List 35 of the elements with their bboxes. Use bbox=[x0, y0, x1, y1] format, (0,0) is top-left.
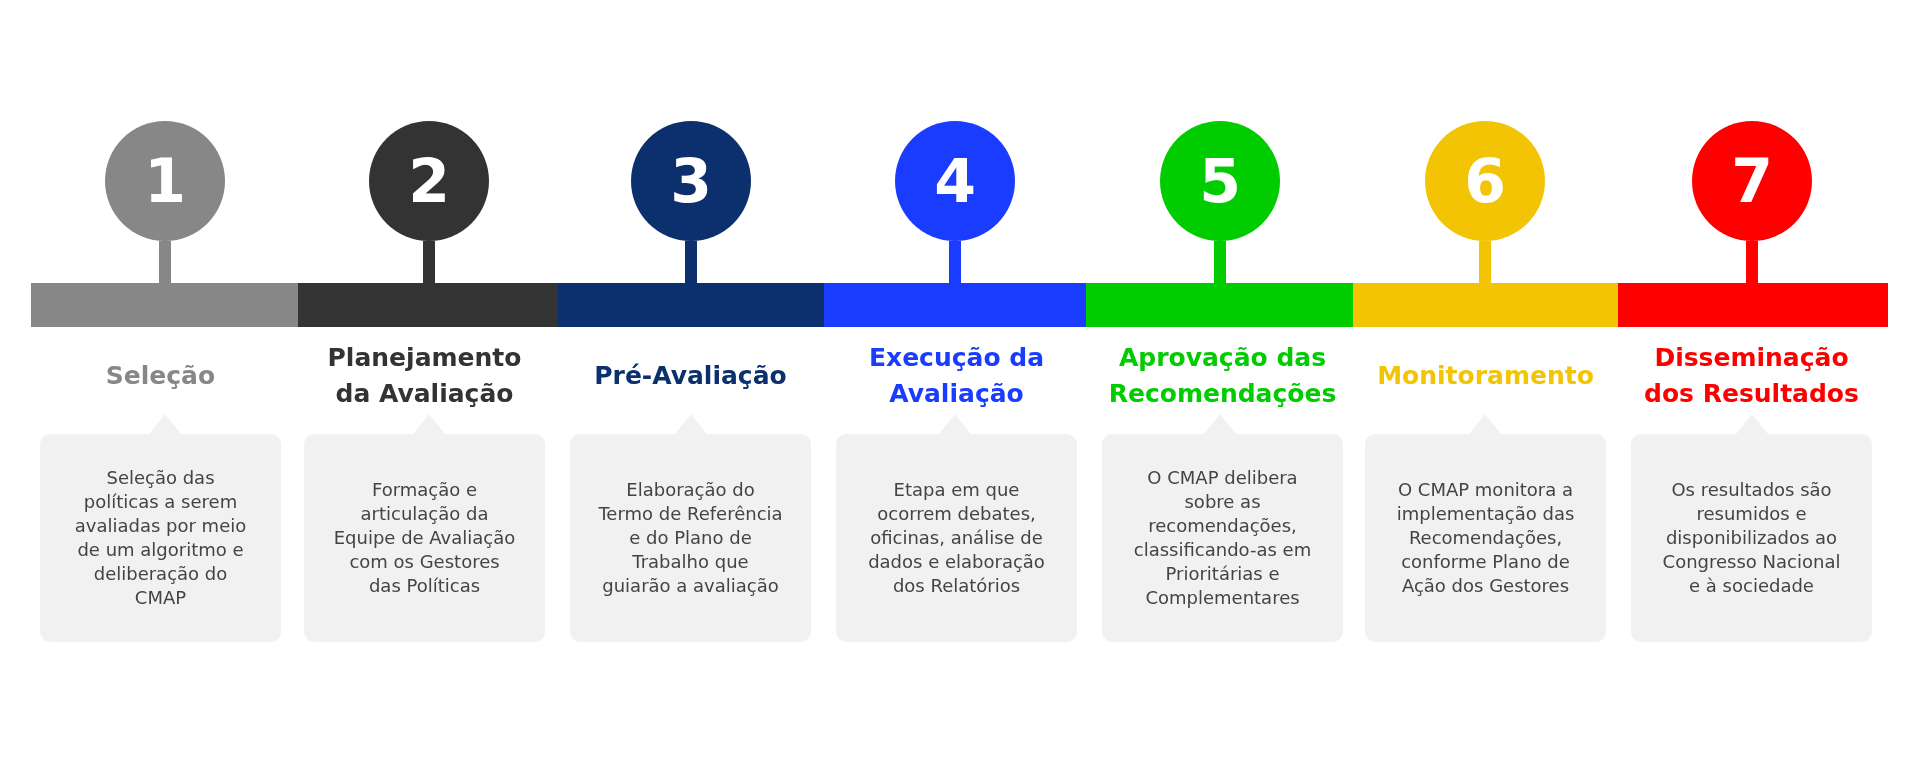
step-title: Planejamento da Avaliação bbox=[327, 342, 522, 410]
timeline-segment bbox=[824, 283, 1086, 327]
step-number: 2 bbox=[408, 151, 450, 211]
connector-stem bbox=[159, 241, 171, 283]
step-description: O CMAP monitora a implementação das Recomendações, conforme Plano de Ação dos Gestores bbox=[1396, 478, 1575, 598]
step-title: Pré-Avaliação bbox=[593, 360, 788, 392]
connector-stem bbox=[1479, 241, 1491, 283]
connector-stem bbox=[1214, 241, 1226, 283]
step-number: 5 bbox=[1199, 151, 1241, 211]
step-title: Disseminação dos Resultados bbox=[1643, 342, 1860, 410]
step-number: 6 bbox=[1464, 151, 1506, 211]
step-description: Seleção das políticas a serem avaliadas por meio de um algoritmo e deliberação do CMAP bbox=[74, 466, 247, 610]
timeline-segment bbox=[1353, 283, 1618, 327]
timeline-segment bbox=[558, 283, 824, 327]
step-number: 7 bbox=[1731, 151, 1773, 211]
timeline-segment bbox=[31, 283, 298, 327]
connector-stem bbox=[423, 241, 435, 283]
step-description: Formação e articulação da Equipe de Avaliação com os Gestores das Políticas bbox=[333, 478, 516, 598]
step-description: Os resultados são resumidos e disponibilizados ao Congresso Nacional e à sociedade bbox=[1662, 478, 1841, 598]
step-number: 1 bbox=[144, 151, 186, 211]
step-description: O CMAP delibera sobre as recomendações, classificando-as em Prioritárias e Complementares bbox=[1133, 466, 1312, 610]
timeline-segment bbox=[1618, 283, 1888, 327]
connector-stem bbox=[949, 241, 961, 283]
timeline-segment bbox=[298, 283, 558, 327]
timeline-segment bbox=[1086, 283, 1353, 327]
step-title: Aprovação das Recomendações bbox=[1108, 342, 1337, 410]
step-number: 3 bbox=[670, 151, 712, 211]
step-number: 4 bbox=[934, 151, 976, 211]
step-title: Seleção bbox=[105, 360, 216, 392]
connector-stem bbox=[1746, 241, 1758, 283]
step-title: Monitoramento bbox=[1376, 360, 1595, 392]
step-description: Elaboração do Termo de Referência e do Plano de Trabalho que guiarão a avaliação bbox=[597, 478, 784, 598]
step-title: Execução da Avaliação bbox=[868, 342, 1045, 410]
connector-stem bbox=[685, 241, 697, 283]
step-description: Etapa em que ocorrem debates, oficinas, análise de dados e elaboração dos Relatórios bbox=[867, 478, 1046, 598]
